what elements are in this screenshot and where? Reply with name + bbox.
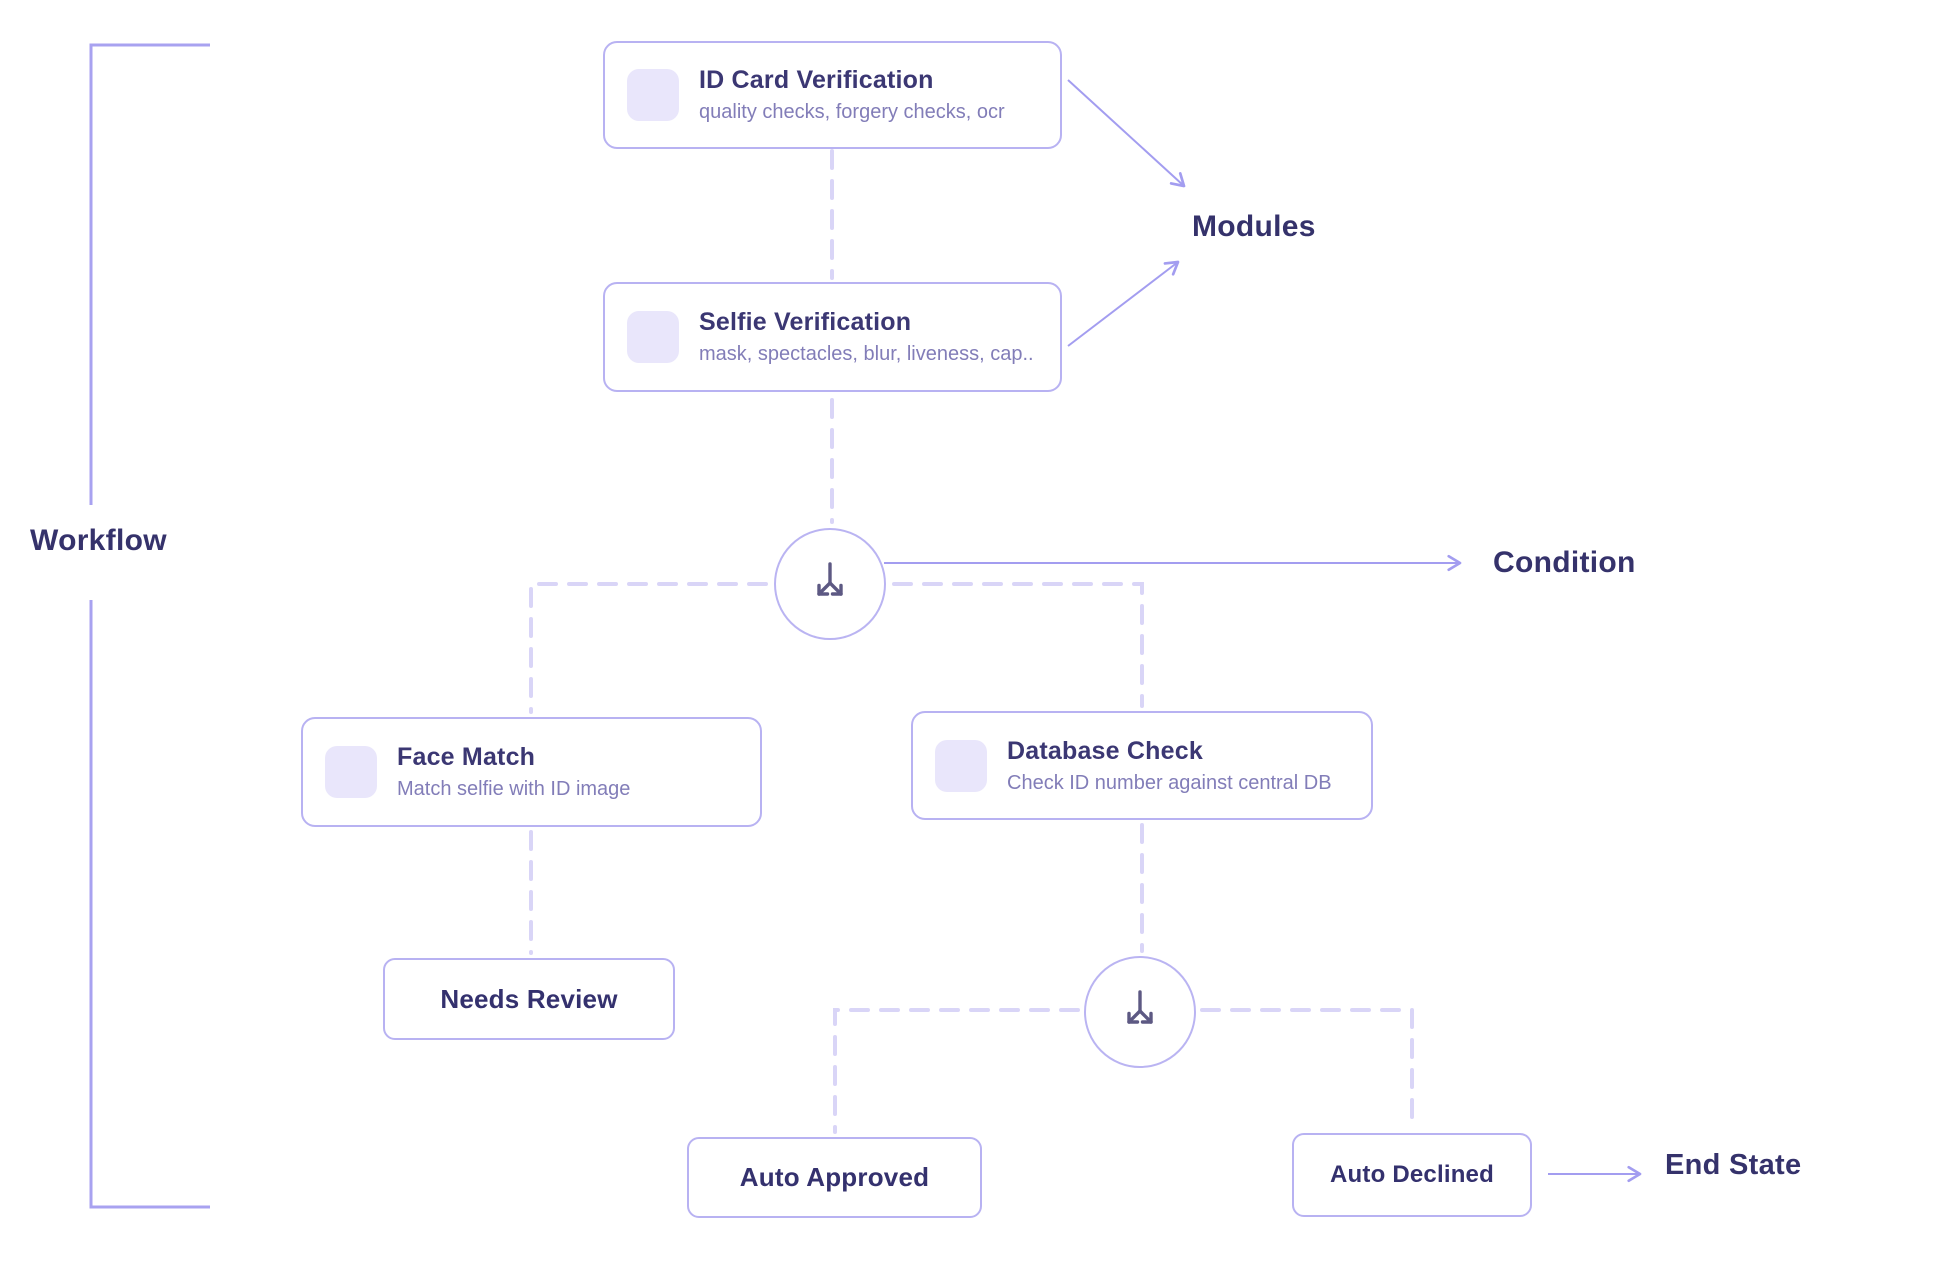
edge-branch1-to-databasecheck <box>892 582 1144 708</box>
condition-section-label: Condition <box>1493 546 1636 579</box>
node-subtitle: Check ID number against central DB <box>1007 771 1332 794</box>
node-id-card-verification[interactable]: ID Card Verification quality checks, for… <box>603 41 1062 149</box>
node-text: Selfie Verification mask, spectacles, bl… <box>699 308 1034 366</box>
split-arrows-icon <box>1127 990 1153 1024</box>
node-title: ID Card Verification <box>699 66 934 94</box>
node-subtitle: quality checks, forgery checks, ocr <box>699 101 1005 123</box>
node-text: Database Check Check ID number against c… <box>1007 737 1332 795</box>
node-text: Face Match Match selfie with ID image <box>397 743 630 801</box>
node-auto-approved[interactable]: Auto Approved <box>687 1137 982 1218</box>
workflow-section-label: Workflow <box>30 524 167 557</box>
condition-branch-node-2[interactable] <box>1084 956 1196 1068</box>
module-thumbnail-icon <box>627 311 679 363</box>
edge-branch1-to-facematch <box>529 582 768 714</box>
edge-branch2-to-autodeclined <box>1200 1008 1414 1130</box>
workflow-bracket <box>89 43 210 1209</box>
module-thumbnail-icon <box>325 746 377 798</box>
node-subtitle: Match selfie with ID image <box>397 778 631 800</box>
edge-branch2-to-autoapproved <box>833 1008 1080 1134</box>
node-auto-declined[interactable]: Auto Declined <box>1292 1133 1532 1217</box>
node-subtitle: mask, spectacles, blur, liveness, cap.. <box>699 343 1034 365</box>
condition-branch-node-1[interactable] <box>774 528 886 640</box>
node-needs-review[interactable]: Needs Review <box>383 958 675 1040</box>
modules-section-label: Modules <box>1192 210 1316 243</box>
node-title: Face Match <box>397 743 536 771</box>
node-face-match[interactable]: Face Match Match selfie with ID image <box>301 717 762 827</box>
node-selfie-verification[interactable]: Selfie Verification mask, spectacles, bl… <box>603 282 1062 392</box>
node-database-check[interactable]: Database Check Check ID number against c… <box>911 711 1373 820</box>
module-thumbnail-icon <box>935 739 987 792</box>
module-thumbnail-icon <box>627 69 679 121</box>
arrow-selfie-to-modules <box>1067 260 1180 347</box>
split-arrows-icon <box>817 562 843 596</box>
node-text: ID Card Verification quality checks, for… <box>699 66 1005 124</box>
node-title: Selfie Verification <box>699 308 912 336</box>
end-state-section-label: End State <box>1665 1149 1802 1181</box>
arrow-idcard-to-modules <box>1067 79 1186 188</box>
node-title: Database Check <box>1007 736 1203 765</box>
